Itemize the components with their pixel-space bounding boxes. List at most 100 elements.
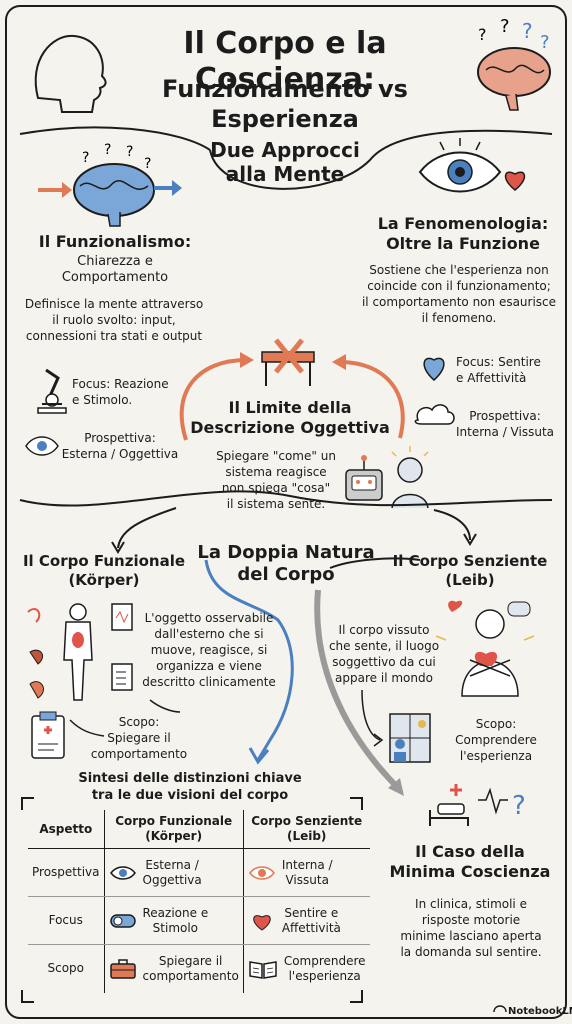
prospettiva-line: Prospettiva:: [84, 431, 156, 445]
subtitle-line: Chiarezza e: [77, 254, 153, 269]
header-line: (Leib): [286, 829, 327, 843]
row-aspetto: Focus: [28, 896, 105, 945]
desc-line: coincide con il funzionamento;: [367, 279, 551, 293]
clipboard-icon: [31, 711, 65, 759]
row-aspetto: Prospettiva: [28, 848, 105, 897]
cell-line: Stimolo: [152, 920, 199, 935]
desc-line: risposte motorie: [421, 913, 521, 927]
eye-icon: [25, 436, 59, 456]
cell-line: Affettività: [281, 920, 341, 935]
corpo-senziente-scopo: Scopo: Comprendere l'esperienza: [440, 716, 552, 764]
title-line: La Doppia Natura: [197, 542, 375, 563]
desc-line: Sostiene che l'esperienza non: [369, 263, 549, 277]
row-senziente-cell: Interna /Vissuta: [243, 848, 370, 897]
self-embrace-figure-icon: [435, 600, 535, 697]
desc-line: descritto clinicamente: [142, 675, 276, 689]
desc-line: non spiega "cosa": [221, 481, 331, 495]
title-line: Il Corpo Funzionale: [22, 552, 186, 570]
subtitle-line: Comportamento: [61, 270, 169, 285]
footer-brand: NotebookLM: [508, 1006, 572, 1017]
desc-line: organizza e viene: [156, 659, 262, 673]
fenomenologia-focus: Focus: Sentire e Affettività: [456, 354, 556, 386]
approcci-title-line: Due Approcci: [210, 138, 360, 162]
cell-line: Spiegare il: [158, 953, 223, 968]
corpo-senziente-desc: Il corpo vissuto che sente, il luogo sog…: [318, 622, 450, 686]
desc-line: il ruolo svolto: input,: [52, 313, 176, 327]
corpo-funzionale-scopo: Scopo: Spiegare il comportamento: [84, 714, 194, 762]
microscope-icon: [37, 368, 67, 414]
hospital-bed-icon: ?: [429, 784, 526, 826]
svg-text:?: ?: [104, 142, 111, 158]
svg-text:?: ?: [144, 156, 151, 172]
title-line: Descrizione Oggettiva: [190, 418, 390, 437]
funzionalismo-focus: Focus: Reazione e Stimolo.: [72, 376, 172, 408]
funzionalismo-prospettiva: Prospettiva: Esterna / Oggettiva: [60, 430, 180, 462]
cell-line: Interna /: [281, 857, 333, 872]
desc-line: sistema reagisce: [225, 465, 327, 479]
heart-icon: [253, 914, 271, 931]
anatomy-figure-icon: [27, 603, 133, 701]
title-line: tra le due visioni del corpo: [91, 788, 289, 803]
focus-line: e Affettività: [456, 371, 527, 385]
eye-icon: [109, 865, 136, 880]
prospettiva-line: Esterna / Oggettiva: [61, 447, 179, 461]
gray-arrow: [314, 589, 403, 793]
corpo-funzionale-desc: L'oggetto osservabile dall'esterno che s…: [134, 610, 284, 690]
desc-line: muove, reagisce, si: [150, 643, 268, 657]
right-divider: [329, 557, 421, 569]
approcci-title-line: alla Mente: [225, 162, 345, 186]
svg-text:?: ?: [500, 16, 510, 37]
minima-title: Il Caso della Minima Coscienza: [380, 842, 560, 882]
header-line: Corpo Funzionale: [115, 814, 233, 828]
title-line: Il Limite della: [228, 398, 352, 417]
focus-line: e Stimolo.: [72, 393, 133, 407]
funzionalismo-desc: Definisce la mente attraverso il ruolo s…: [14, 296, 214, 344]
title-line: (Leib): [445, 571, 495, 589]
title-line: Minima Coscienza: [389, 862, 551, 881]
fenomenologia-title: La Fenomenologia: Oltre la Funzione: [368, 214, 558, 254]
eye-icon: [248, 865, 275, 880]
desc-line: il comportamento non esaurisce: [361, 295, 557, 309]
title-line: Il Caso della: [415, 842, 525, 861]
desc-line: connessioni tra stati e output: [25, 329, 203, 343]
corpo-funzionale-title: Il Corpo Funzionale (Körper): [14, 552, 194, 590]
notebooklm-logo-icon: [493, 1005, 507, 1013]
cell-line: Vissuta: [285, 872, 329, 887]
title-line: Sintesi delle distinzioni chiave: [78, 771, 302, 786]
header-line: Corpo Senziente: [251, 814, 363, 828]
doppia-heading: La Doppia Natura del Corpo: [196, 542, 376, 586]
sintesi-title: Sintesi delle distinzioni chiave tra le …: [60, 770, 320, 804]
svg-text:?: ?: [522, 19, 533, 43]
title-line: La Fenomenologia:: [377, 214, 549, 233]
row-funzionale-cell: Esterna /Oggettiva: [104, 848, 244, 897]
fenomenologia-prospettiva: Prospettiva: Interna / Vissuta: [448, 408, 562, 440]
head-silhouette-icon: [34, 34, 107, 113]
scopo-line: l'esperienza: [459, 749, 533, 763]
desc-line: il fenomeno.: [421, 311, 497, 325]
divider-line: [19, 490, 553, 507]
barrier-icon: [261, 338, 315, 386]
desc-line: Il corpo vissuto: [338, 623, 430, 637]
thought-cloud-icon: [414, 404, 455, 425]
comparison-table: Aspetto Corpo Funzionale (Körper) Corpo …: [28, 810, 370, 993]
cell-line: Comprendere: [283, 953, 366, 968]
desc-line: Definisce la mente attraverso: [24, 297, 204, 311]
title-line: del Corpo: [237, 564, 335, 585]
limite-desc: Spiegare "come" un sistema reagisce non …: [206, 448, 346, 512]
row-aspetto: Scopo: [28, 944, 105, 993]
minima-desc: In clinica, stimoli e risposte motorie m…: [386, 896, 556, 960]
svg-text:?: ?: [540, 32, 550, 53]
desc-line: L'oggetto osservabile: [144, 611, 274, 625]
scopo-line: Spiegare il: [107, 731, 171, 745]
desc-line: il sistema sente.: [226, 497, 326, 511]
cell-line: Reazione e: [142, 905, 209, 920]
eye-heart-icon: [418, 138, 526, 193]
funzionalismo-title: Il Funzionalismo:: [38, 232, 192, 251]
scopo-line: Scopo:: [118, 715, 160, 729]
arrow-arc-left: [179, 358, 247, 441]
heart-icon: [423, 357, 445, 381]
